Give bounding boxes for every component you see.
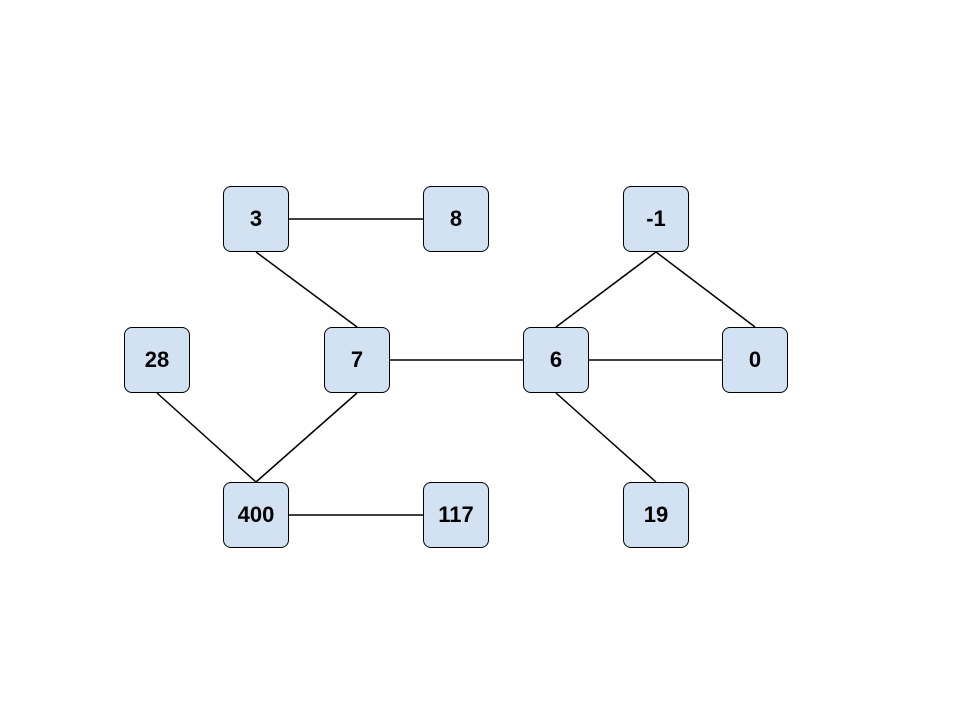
node-7: 7 — [324, 327, 390, 393]
node-28: 28 — [124, 327, 190, 393]
edge-6-19 — [555, 392, 657, 483]
node-8: 8 — [423, 186, 489, 252]
node-minus-1: -1 — [623, 186, 689, 252]
node-117: 117 — [423, 482, 489, 548]
edge-3-7 — [255, 251, 358, 328]
edge-minus-1-0 — [655, 251, 756, 328]
edge-28-400 — [156, 392, 257, 483]
node-400: 400 — [223, 482, 289, 548]
node-19: 19 — [623, 482, 689, 548]
edge-7-400 — [255, 392, 358, 483]
edge-minus-1-6 — [555, 251, 657, 328]
node-0: 0 — [722, 327, 788, 393]
node-3: 3 — [223, 186, 289, 252]
node-6: 6 — [523, 327, 589, 393]
